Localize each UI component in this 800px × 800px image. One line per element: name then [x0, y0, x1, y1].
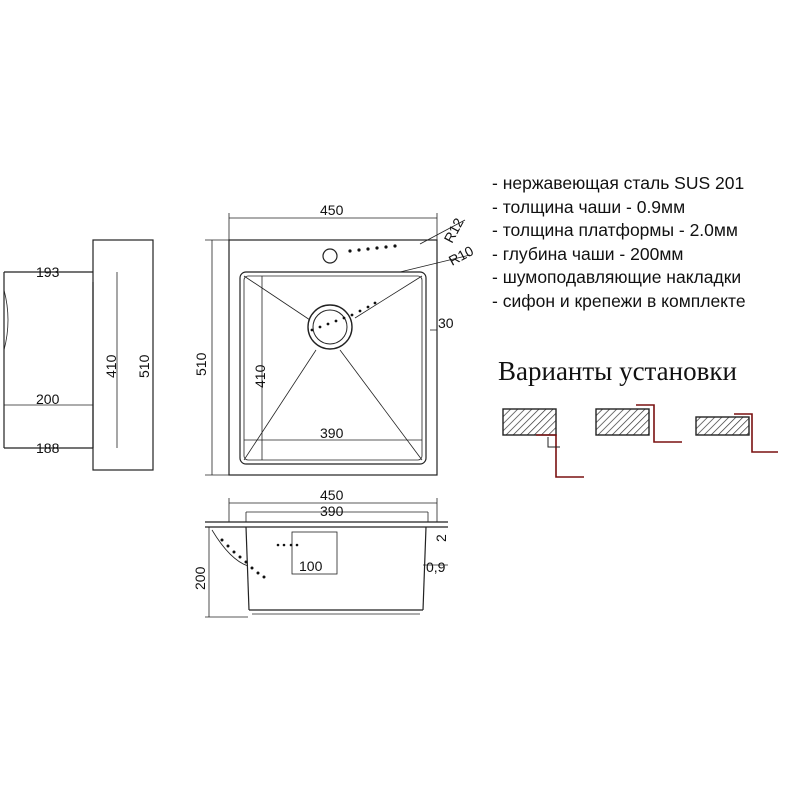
- front-dim-2: 2: [433, 534, 449, 542]
- front-view: [205, 498, 448, 618]
- side-dim-188: 188: [36, 440, 60, 456]
- front-view-holes: [220, 538, 299, 579]
- side-dim-410: 410: [103, 354, 119, 378]
- side-dim-510: 510: [136, 354, 152, 378]
- spec-item: - толщина чаши - 0.9мм: [492, 196, 686, 217]
- top-dim-390: 390: [320, 425, 344, 441]
- spec-item: - глубина чаши - 200мм: [492, 243, 684, 264]
- spec-item: - сифон и крепежи в комплекте: [492, 290, 746, 311]
- spec-item: - шумоподавляющие накладки: [492, 267, 742, 287]
- top-view: [205, 213, 471, 476]
- install-variant-overmount: [695, 413, 778, 453]
- front-dim-200: 200: [192, 566, 208, 590]
- top-dim-450: 450: [320, 202, 344, 218]
- top-view-holes: [310, 244, 397, 332]
- front-dim-100: 100: [299, 558, 323, 574]
- top-dim-510: 510: [193, 352, 209, 376]
- top-dim-r12: R12: [441, 215, 467, 245]
- front-dim-0-9: 0,9: [426, 559, 446, 575]
- install-variant-flush: [595, 404, 682, 443]
- top-dim-30: 30: [438, 315, 454, 331]
- side-view: [3, 239, 154, 471]
- spec-item: - толщина платформы - 2.0мм: [492, 220, 738, 240]
- top-dim-410: 410: [252, 364, 268, 388]
- top-dim-r10: R10: [446, 242, 476, 268]
- spec-list: - нержавеющая сталь SUS 201 - толщина ча…: [492, 172, 746, 313]
- side-dim-193: 193: [36, 264, 60, 280]
- side-dim-200: 200: [36, 391, 60, 407]
- spec-item: - нержавеющая сталь SUS 201: [492, 173, 745, 193]
- front-dim-390: 390: [320, 503, 344, 519]
- install-variants-title: Варианты установки: [498, 356, 737, 386]
- install-variant-undermount: [502, 408, 584, 478]
- front-dim-450: 450: [320, 487, 344, 503]
